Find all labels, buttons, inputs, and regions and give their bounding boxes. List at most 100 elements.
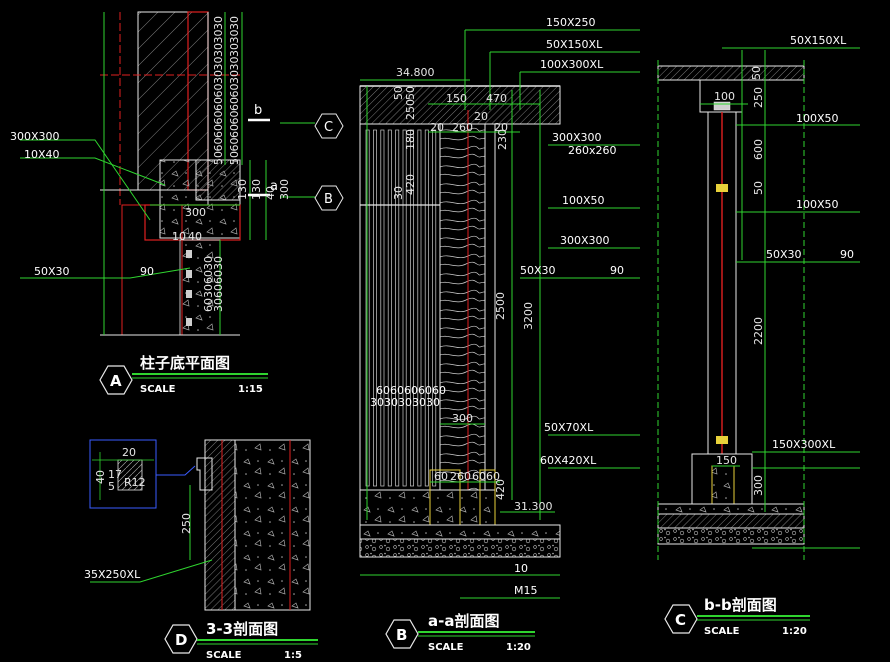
view-b-elev-top: 34.800 xyxy=(396,66,435,79)
view-b-label: M15 xyxy=(514,584,538,597)
view-c-dim: 2200 xyxy=(752,317,765,345)
view-b-label: 100X50 xyxy=(562,194,605,207)
view-b-slat xyxy=(395,129,400,487)
view-c-title: b-b剖面图 xyxy=(704,596,777,614)
view-b-title-hexagon xyxy=(385,619,419,649)
view-c-dim: 600 xyxy=(752,139,765,160)
view-d-dim-5: 5 xyxy=(108,480,115,493)
view-b-slat-panel xyxy=(359,123,441,491)
view-a-vdim: 30 xyxy=(212,70,225,84)
view-a-title-hexagon xyxy=(99,365,133,395)
view-a-vdim-2: 30 xyxy=(228,57,241,71)
view-b-rdim: 3200 xyxy=(522,302,535,330)
view-b-label: 100X300XL xyxy=(540,58,604,71)
view-b-joint-row1: 6060606060 xyxy=(376,384,446,397)
callout-b-letter: B xyxy=(324,192,333,207)
view-a-sdim: 60 xyxy=(212,270,225,284)
view-b-joint-row2: 3030303030 xyxy=(370,396,440,409)
view-a-vdim-2: 50 xyxy=(228,151,241,165)
view-b-section: 34.800 31.300 150 470 20 20 260 20 300 6… xyxy=(359,16,640,653)
view-c-label: 90 xyxy=(840,248,854,261)
view-a-rdim: 130 xyxy=(250,179,263,200)
view-a-rdim: 130 xyxy=(236,179,249,200)
view-b-label: 50X70XL xyxy=(544,421,594,434)
view-a-sdim: 30 xyxy=(202,256,215,270)
view-b-label: 300X300 xyxy=(552,131,602,144)
section-marker-b: b xyxy=(254,103,262,118)
view-b-bdim: 60 xyxy=(486,470,500,483)
view-b-labels: 150X25050X150XL100X300XL300X300260x26010… xyxy=(514,16,624,597)
view-a-sdim: 30 xyxy=(202,284,215,298)
view-a-sdim: 60 xyxy=(212,284,225,298)
view-a-vdim: 30 xyxy=(212,30,225,44)
view-a-label-10x40: 10X40 xyxy=(24,148,60,161)
view-c-label: 50X30 xyxy=(766,248,802,261)
view-a-label-300x300: 300X300 xyxy=(10,130,60,143)
view-b-rdim: 420 xyxy=(494,479,507,500)
view-a-vdim: 30 xyxy=(212,16,225,30)
view-b-ldim: 30 xyxy=(392,186,405,200)
view-a-scale-label: SCALE xyxy=(140,384,176,395)
view-d-scale-value: 1:5 xyxy=(284,650,302,661)
view-c-dim: 50 xyxy=(752,181,765,195)
view-c-title-hexagon xyxy=(664,604,698,634)
view-a-rdim: 300 xyxy=(278,179,291,200)
view-c-dim: 300 xyxy=(752,475,765,496)
view-b-ldim: 250 xyxy=(404,99,417,120)
view-d-dim-17: 17 xyxy=(108,468,122,481)
view-a-plan: 300X300 10X40 50X30 90 300 10 40 b a C B… xyxy=(10,11,344,395)
view-a-vdim: 60 xyxy=(212,138,225,152)
view-a-vdim-2: 60 xyxy=(228,97,241,111)
view-b-slat xyxy=(410,129,414,487)
view-b-dim-20a: 20 xyxy=(430,121,444,134)
view-a-vdim: 60 xyxy=(212,97,225,111)
view-a-vdim: 30 xyxy=(212,57,225,71)
view-a-vdim-2: 60 xyxy=(228,124,241,138)
view-b-dim-470: 470 xyxy=(486,92,507,105)
view-a-vdim: 60 xyxy=(212,111,225,125)
view-a-sdim: 60 xyxy=(202,298,215,312)
view-b-scale-value: 1:20 xyxy=(506,642,531,653)
view-d-title-letter: D xyxy=(175,631,187,649)
view-c-label: 100X50 xyxy=(796,198,839,211)
view-b-wood-column xyxy=(439,123,486,491)
callout-c-letter: C xyxy=(324,120,333,135)
view-c-dim: 50 xyxy=(750,66,763,80)
view-b-slat xyxy=(417,129,422,487)
view-b-rdim: 2500 xyxy=(494,292,507,320)
section-marker-a: a xyxy=(270,179,278,194)
view-b-ldim: 50 xyxy=(404,86,417,100)
view-c-label: 100X50 xyxy=(796,112,839,125)
view-b-ldim: 420 xyxy=(404,174,417,195)
view-c-labels: 50X150XL 100X50 100X50 50X30 90 150X300XL xyxy=(766,34,854,451)
view-b-label: 10 xyxy=(514,562,528,575)
view-a-scale-value: 1:15 xyxy=(238,384,263,395)
view-c-dim: 150 xyxy=(716,454,737,467)
view-c-scale-value: 1:20 xyxy=(782,626,807,637)
view-a-dim-40: 40 xyxy=(188,230,202,243)
view-c-scale-label: SCALE xyxy=(704,626,740,637)
view-d-title: 3-3剖面图 xyxy=(206,620,278,638)
view-c-label: 150X300XL xyxy=(772,438,836,451)
view-b-bdim: 60 xyxy=(434,470,448,483)
view-a-sdim: 30 xyxy=(212,298,225,312)
view-a-vdim-2: 60 xyxy=(228,138,241,152)
view-b-slat xyxy=(432,129,437,487)
view-b-slat xyxy=(365,129,370,487)
view-b-dim-20b: 20 xyxy=(474,110,488,123)
view-a-vdim-2: 30 xyxy=(228,43,241,57)
view-b-ldim: 180 xyxy=(404,129,417,150)
view-b-label: 300X300 xyxy=(560,234,610,247)
view-b-label: 260x260 xyxy=(568,144,617,157)
view-a-dim-10: 10 xyxy=(172,230,186,243)
view-b-bdim: 60 xyxy=(472,470,486,483)
view-c-label: 50X150XL xyxy=(790,34,847,47)
view-b-ldim: 50 xyxy=(392,86,405,100)
